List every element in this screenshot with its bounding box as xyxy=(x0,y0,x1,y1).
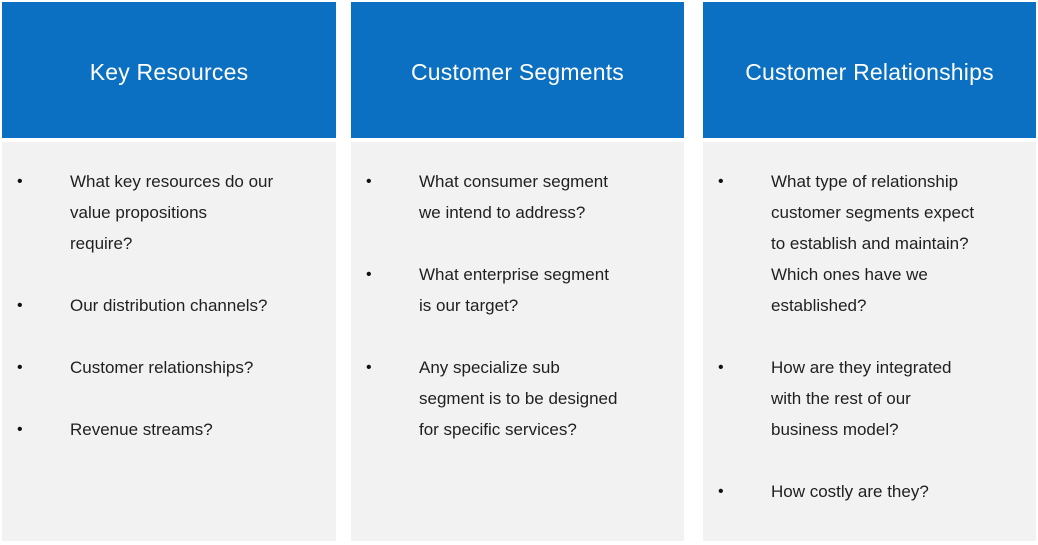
bullet-icon: • xyxy=(17,421,23,438)
column-key-resources: Key Resources • What key resources do our… xyxy=(2,2,336,541)
bullet-icon: • xyxy=(366,359,372,376)
list-item: • How costly are they? xyxy=(718,476,1032,507)
list-item: • What type of relationship customer segme… xyxy=(718,166,1032,321)
column-title: Customer Segments xyxy=(410,58,625,85)
text-line: require? xyxy=(70,234,133,253)
text-line: with the rest of our xyxy=(771,389,911,408)
list-item-text: What enterprise segment is our target? xyxy=(419,259,680,321)
list-item-text: Revenue streams? xyxy=(70,414,332,445)
list-item-text: How are they integrated with the rest of … xyxy=(771,352,1032,445)
bullet-icon: • xyxy=(366,266,372,283)
text-line: How costly are they? xyxy=(771,482,929,501)
list-item: • Customer relationships? xyxy=(17,352,332,383)
list-item-text: Any specialize sub segment is to be desig… xyxy=(419,352,680,445)
list-item-text: How costly are they? xyxy=(771,476,1032,507)
text-line: to establish and maintain? xyxy=(771,234,969,253)
list-item: • What key resources do our value proposit… xyxy=(17,166,332,259)
column-body-key-resources: • What key resources do our value proposit… xyxy=(2,142,336,541)
bullet-icon: • xyxy=(17,359,23,376)
column-header-key-resources: Key Resources xyxy=(2,2,336,138)
bullet-icon: • xyxy=(718,173,724,190)
bullet-icon: • xyxy=(17,173,23,190)
text-line: business model? xyxy=(771,420,899,439)
bullet-icon: • xyxy=(17,297,23,314)
text-line: Any specialize sub xyxy=(419,358,560,377)
text-line: we intend to address? xyxy=(419,203,586,222)
text-line: What enterprise segment xyxy=(419,265,609,284)
text-line: value propositions xyxy=(70,203,208,222)
text-line: What consumer segment xyxy=(419,172,608,191)
list-item-text: What type of relationship customer segmen… xyxy=(771,166,1032,321)
list-item-text: What consumer segment we intend to addres… xyxy=(419,166,680,228)
text-line: What type of relationship xyxy=(771,172,959,191)
bullet-list: • What type of relationship customer segme… xyxy=(718,166,1032,507)
text-line: Customer relationships? xyxy=(70,358,254,377)
column-header-customer-relationships: Customer Relationships xyxy=(703,2,1036,138)
list-item: • What consumer segment we intend to addre… xyxy=(366,166,680,228)
bullet-list: • What consumer segment we intend to addre… xyxy=(366,166,680,445)
text-line: Our distribution channels? xyxy=(70,296,268,315)
list-item-text: Customer relationships? xyxy=(70,352,332,383)
column-customer-relationships: Customer Relationships • What type of rel… xyxy=(703,2,1036,541)
text-line: customer segments expect xyxy=(771,203,975,222)
bullet-icon: • xyxy=(718,483,724,500)
text-line: How are they integrated xyxy=(771,358,952,377)
column-title: Customer Relationships xyxy=(745,58,994,85)
list-item-text: What key resources do our value propositi… xyxy=(70,166,332,259)
list-item: • Our distribution channels? xyxy=(17,290,332,321)
list-item-text: Our distribution channels? xyxy=(70,290,332,321)
text-line: Which ones have we xyxy=(771,265,928,284)
list-item: • What enterprise segment is our target? xyxy=(366,259,680,321)
column-title: Key Resources xyxy=(89,58,249,85)
text-line: What key resources do our xyxy=(70,172,274,191)
text-line: established? xyxy=(771,296,867,315)
list-item: • Revenue streams? xyxy=(17,414,332,445)
text-line: for specific services? xyxy=(419,420,577,439)
text-line: Revenue streams? xyxy=(70,420,213,439)
column-customer-segments: Customer Segments • What consumer segment… xyxy=(351,2,684,541)
bullet-icon: • xyxy=(366,173,372,190)
text-line: segment is to be designed xyxy=(419,389,618,408)
list-item: • Any specialize sub segment is to be desi… xyxy=(366,352,680,445)
column-body-customer-relationships: • What type of relationship customer segme… xyxy=(703,142,1036,541)
column-body-customer-segments: • What consumer segment we intend to addre… xyxy=(351,142,684,541)
text-line: is our target? xyxy=(419,296,519,315)
bullet-list: • What key resources do our value proposit… xyxy=(17,166,332,445)
list-item: • How are they integrated with the rest of… xyxy=(718,352,1032,445)
column-header-customer-segments: Customer Segments xyxy=(351,2,684,138)
bullet-icon: • xyxy=(718,359,724,376)
